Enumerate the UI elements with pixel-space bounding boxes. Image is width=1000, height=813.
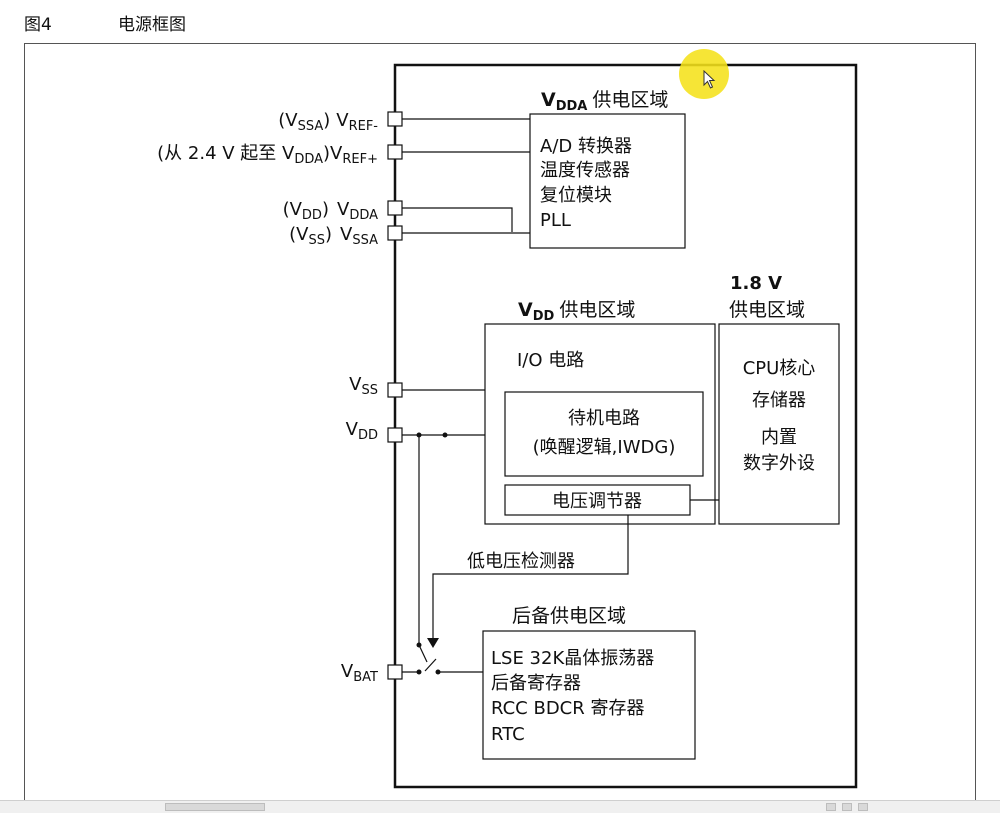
core-item: 数字外设 bbox=[743, 453, 815, 474]
backup-item: 后备寄存器 bbox=[491, 673, 581, 694]
regulator-label: 电压调节器 bbox=[552, 491, 642, 512]
wire-vdd-to-switch bbox=[418, 435, 428, 663]
vdda-domain-box bbox=[529, 113, 686, 249]
pin-label-vbat: VBAT bbox=[341, 661, 378, 685]
pin-vdda bbox=[387, 200, 403, 216]
wire-vdda bbox=[402, 207, 513, 232]
vdda-item: 温度传感器 bbox=[540, 160, 630, 181]
pin-label-vssa: (VSS)VSSA bbox=[289, 224, 378, 248]
junction-dot bbox=[442, 432, 448, 438]
standby-circuit-label: 待机电路 bbox=[568, 408, 640, 429]
low-voltage-detector-label: 低电压检测器 bbox=[467, 551, 575, 572]
vdda-item: A/D 转换器 bbox=[540, 136, 632, 157]
mouse-pointer-icon bbox=[703, 70, 716, 89]
view-mode-icon[interactable] bbox=[842, 803, 852, 811]
junction-dot bbox=[416, 642, 422, 648]
pin-label-vref-plus: (从 2.4 V 起至 VDDA)VREF+ bbox=[157, 143, 378, 167]
page-number-field[interactable] bbox=[165, 803, 265, 811]
standby-circuit-box bbox=[504, 391, 704, 477]
core-domain-voltage: 1.8 V bbox=[730, 273, 782, 294]
backup-domain-box bbox=[482, 630, 696, 760]
chip-outline bbox=[393, 63, 858, 789]
standby-circuit-detail: (唤醒逻辑,IWDG) bbox=[533, 437, 676, 458]
detector-arrow-head bbox=[427, 638, 439, 648]
view-mode-icon[interactable] bbox=[858, 803, 868, 811]
pin-vssa bbox=[387, 225, 403, 241]
pin-vref-plus bbox=[387, 144, 403, 160]
figure-header: 图4 电源框图 bbox=[0, 0, 1000, 40]
pin-vref-minus bbox=[387, 111, 403, 127]
view-mode-icon[interactable] bbox=[826, 803, 836, 811]
junction-dot bbox=[416, 669, 422, 675]
core-domain-title: 供电区域 bbox=[729, 299, 805, 321]
backup-domain-title: 后备供电区域 bbox=[512, 605, 626, 627]
pin-label-vdda: (VDD)VDDA bbox=[283, 199, 379, 223]
vdda-item: 复位模块 bbox=[540, 185, 612, 206]
io-circuit-label: I/O 电路 bbox=[517, 350, 584, 371]
switch-blade bbox=[424, 658, 437, 672]
vdd-domain-box bbox=[484, 323, 716, 525]
backup-item: RCC BDCR 寄存器 bbox=[491, 698, 644, 719]
figure-frame bbox=[24, 43, 976, 812]
figure-title: 电源框图 bbox=[118, 15, 186, 35]
figure-number: 图4 bbox=[24, 15, 52, 35]
pin-vdd bbox=[387, 427, 403, 443]
core-18v-domain-box bbox=[718, 323, 840, 525]
pin-vbat bbox=[387, 664, 403, 680]
pin-label-vdd: VDD bbox=[346, 419, 378, 443]
backup-item: LSE 32K晶体振荡器 bbox=[491, 648, 654, 669]
core-item: 存储器 bbox=[752, 390, 806, 411]
core-item: CPU核心 bbox=[743, 358, 816, 379]
junction-dot bbox=[435, 669, 441, 675]
viewer-status-bar bbox=[0, 800, 1000, 813]
pin-vss bbox=[387, 382, 403, 398]
vdda-item: PLL bbox=[540, 210, 571, 231]
backup-item: RTC bbox=[491, 724, 525, 745]
junction-dot bbox=[416, 432, 422, 438]
wire-low-voltage-detector bbox=[432, 515, 629, 640]
pin-label-vss: VSS bbox=[349, 374, 378, 398]
pin-label-vref-minus: (VSSA)VREF- bbox=[278, 110, 378, 134]
core-item: 内置 bbox=[761, 427, 797, 448]
